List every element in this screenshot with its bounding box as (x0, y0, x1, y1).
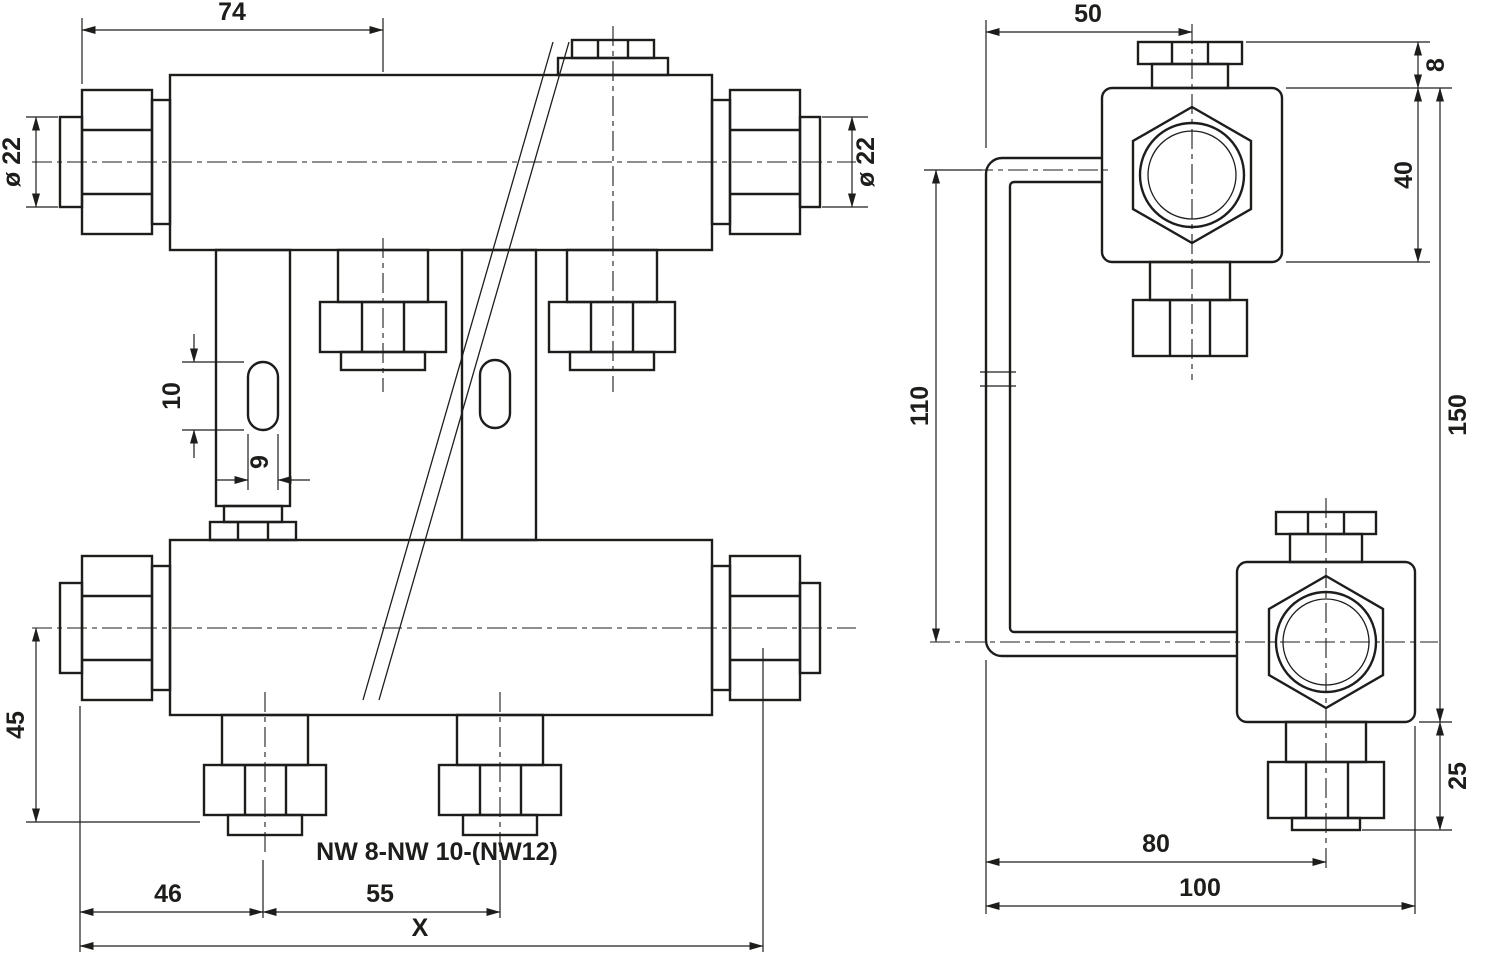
valve-top-cap-fitting (1136, 40, 1244, 90)
dim-55-label: 55 (366, 880, 394, 908)
dim-9-label: 9 (246, 455, 274, 469)
dim-80-label: 80 (1142, 830, 1170, 858)
dimension-100: 100 (985, 726, 1416, 914)
side-view: 50 8 40 150 25 110 (906, 0, 1472, 914)
dimension-dia22-right: ø 22 (822, 116, 880, 208)
dimension-45: 45 (2, 627, 200, 823)
compression-fitting-top-left (58, 88, 172, 236)
tube-flange-left (208, 504, 298, 542)
dimension-25: 25 (1362, 721, 1472, 831)
dimension-110: 110 (906, 169, 982, 643)
dimension-74: 74 (81, 0, 384, 84)
valve-bottom-cap-fitting (1274, 510, 1378, 564)
dimension-dia22-left: ø 22 (0, 116, 58, 208)
dim-dia22-left-label: ø 22 (0, 137, 26, 187)
slot-left (246, 360, 280, 432)
dim-dia22-right-label: ø 22 (852, 137, 880, 187)
valve-top-outlet-fitting (1131, 260, 1249, 358)
top-cap-fitting (556, 38, 670, 77)
compression-fitting-bottom-right (710, 554, 822, 702)
side-centerlines (930, 24, 1438, 870)
dim-45-label: 45 (2, 711, 30, 739)
valve-bottom-outlet-fitting (1266, 720, 1386, 832)
compression-fitting-top-right (710, 88, 822, 236)
dim-100-label: 100 (1179, 874, 1221, 902)
dim-46-label: 46 (154, 880, 182, 908)
nominal-width-label: NW 8-NW 10-(NW12) (316, 838, 558, 866)
dimension-8: 8 (1246, 41, 1452, 89)
break-lines (362, 41, 570, 701)
dimension-46: 46 (79, 706, 264, 952)
dim-50-label: 50 (1074, 0, 1102, 28)
riser-tube-right (460, 248, 538, 542)
outlet-fitting-top-2 (547, 248, 677, 372)
dim-40-label: 40 (1390, 161, 1418, 189)
outlet-fitting-bottom-1 (202, 713, 328, 837)
front-view: 74 ø 22 ø 22 10 9 (0, 0, 880, 952)
dim-25-label: 25 (1444, 762, 1472, 790)
dimension-80: 80 (985, 660, 1327, 914)
dimension-40: 40 (1286, 87, 1430, 263)
dimension-9: 9 (216, 434, 310, 490)
dim-x-label: X (412, 914, 429, 942)
hex-nut-face-top (1131, 105, 1253, 245)
outlet-fitting-top-1 (318, 248, 448, 372)
dimension-55: 55 (262, 860, 501, 918)
hex-nut-face-bottom (1267, 574, 1385, 710)
dim-110-label: 110 (906, 386, 934, 426)
dim-74-label: 74 (218, 0, 246, 26)
front-centerlines (32, 26, 856, 856)
dim-10-label: 10 (158, 382, 186, 410)
outlet-fitting-bottom-2 (437, 713, 563, 837)
pipe-joint-marks (980, 371, 1016, 387)
dimension-10: 10 (158, 334, 244, 458)
slot-right (478, 358, 512, 430)
dimension-50: 50 (985, 0, 1193, 148)
dimension-x: X (79, 648, 764, 952)
dimension-150: 150 (1419, 87, 1472, 723)
dim-8-label: 8 (1422, 58, 1450, 72)
compression-fitting-bottom-left (58, 554, 172, 702)
bent-pipe (980, 156, 1237, 658)
dim-150-label: 150 (1444, 394, 1472, 436)
